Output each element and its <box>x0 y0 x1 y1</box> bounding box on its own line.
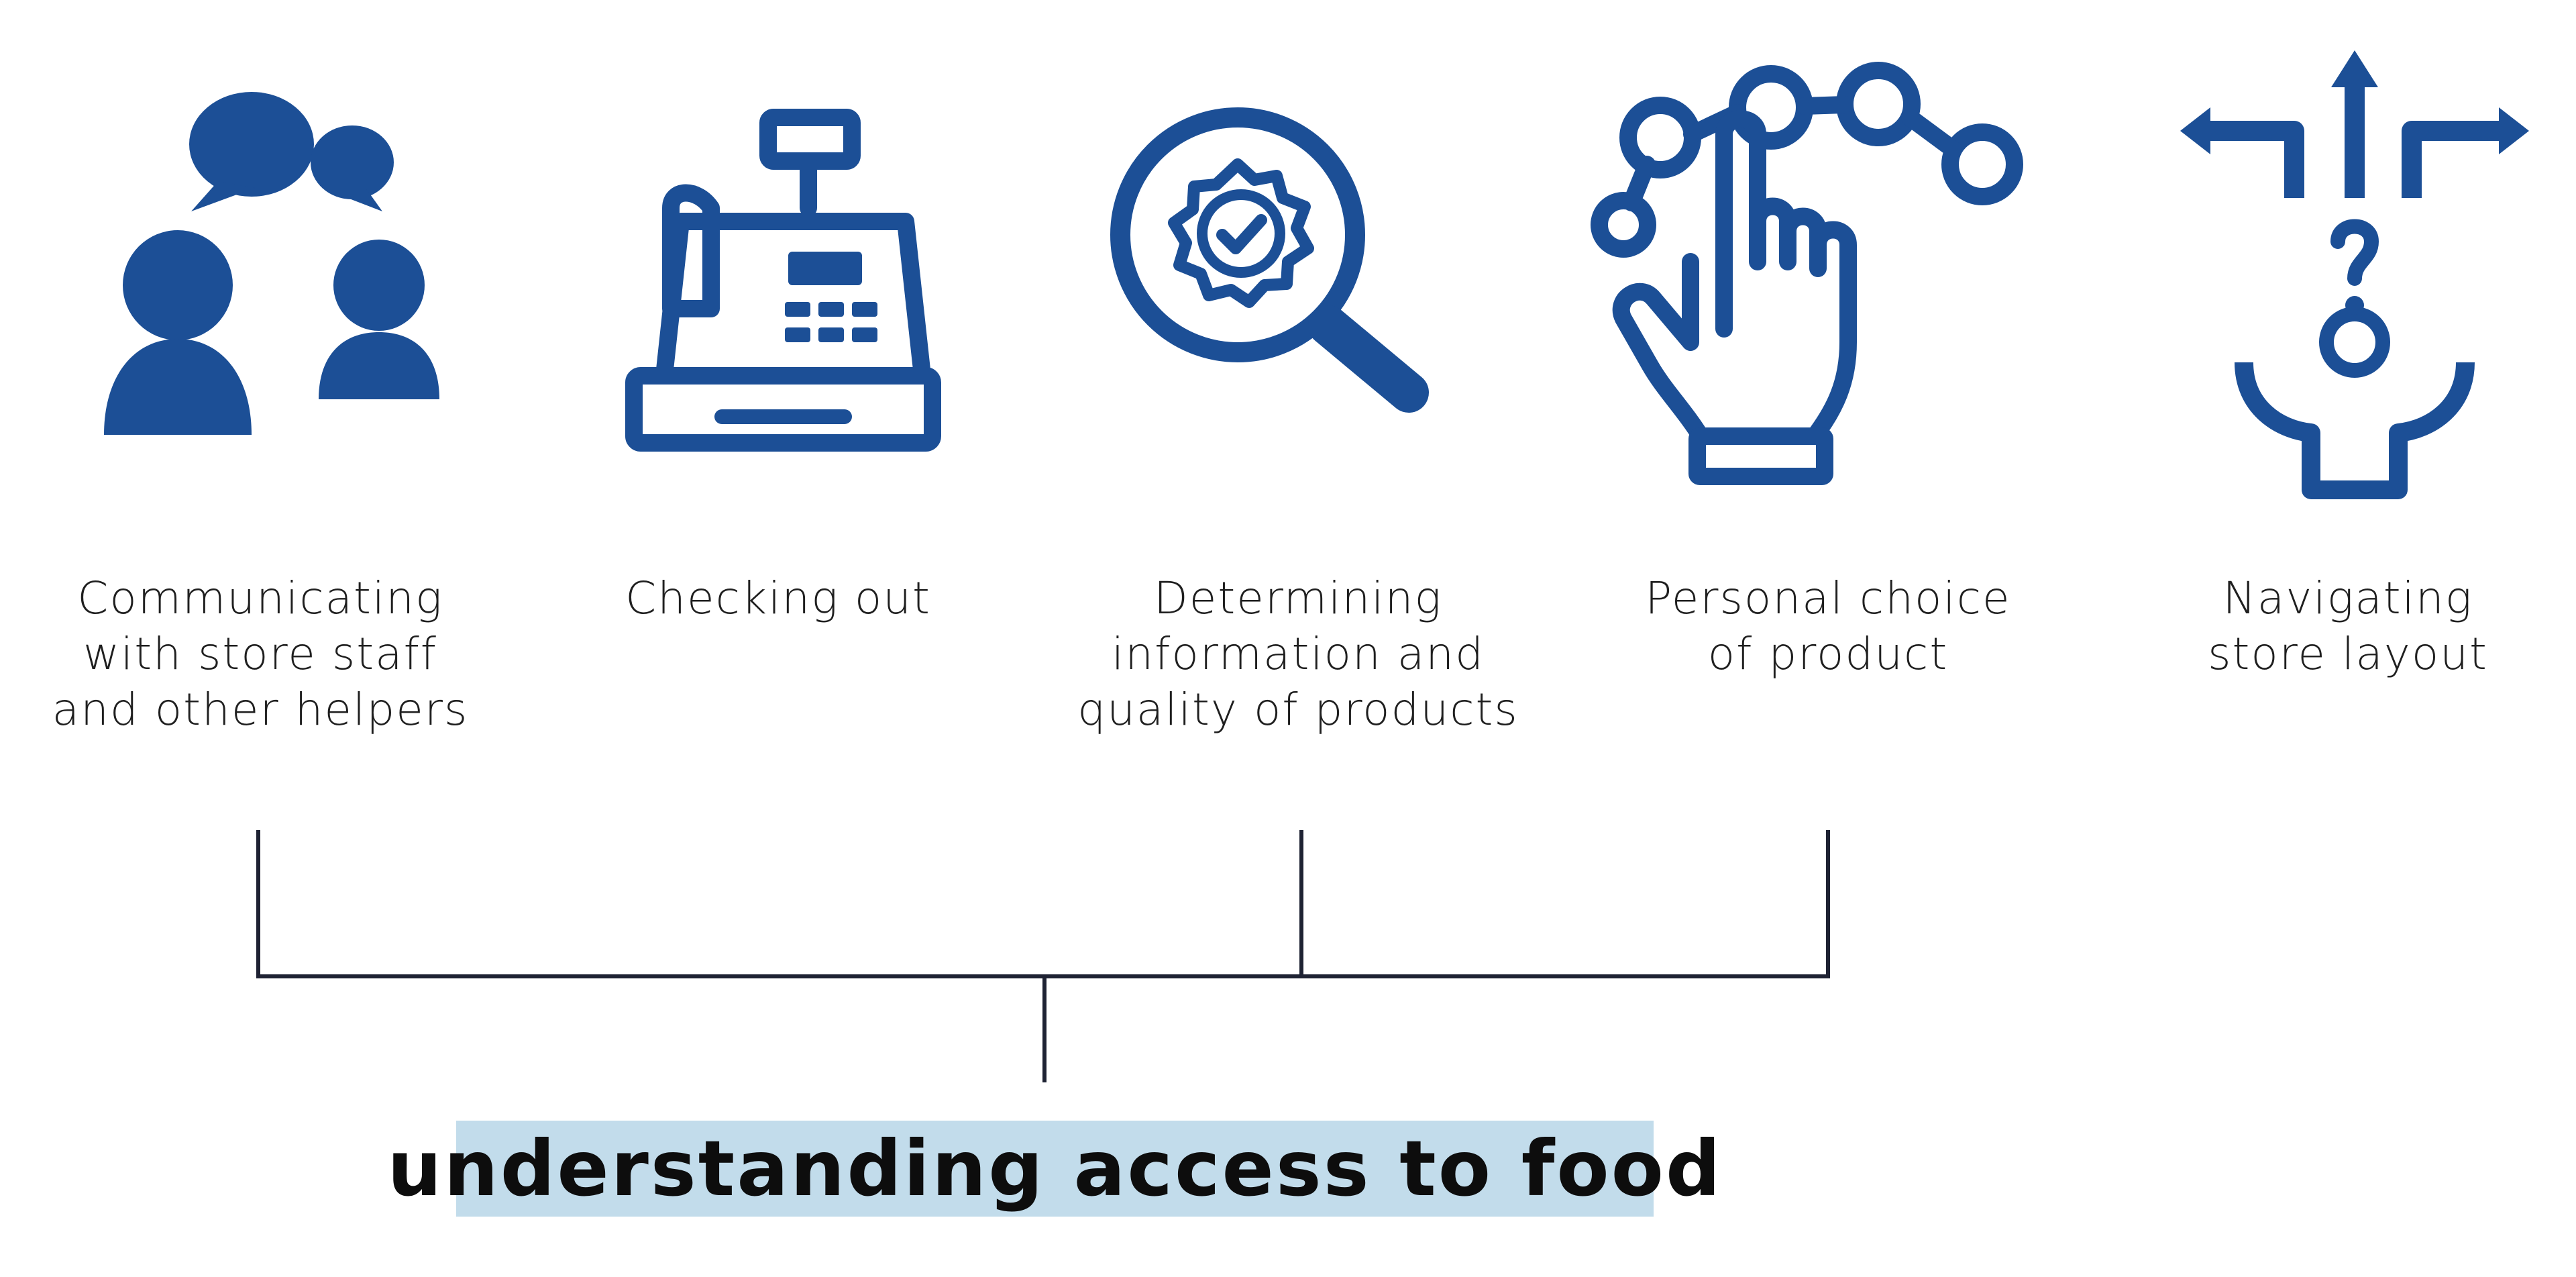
label-determining: Determining information and quality of p… <box>1057 570 1540 737</box>
label-line: and other helpers <box>52 684 469 735</box>
label-line: Personal choice <box>1645 572 2011 624</box>
direction-choice-icon <box>2167 40 2542 510</box>
label-line: Communicating <box>77 572 443 624</box>
magnifier-quality-icon <box>1107 101 1442 436</box>
label-communicating: Communicating with store staff and other… <box>19 570 502 737</box>
summary-text: understanding access to food <box>387 1124 1723 1213</box>
label-line: store layout <box>2208 628 2488 680</box>
label-line: Determining <box>1153 572 1443 624</box>
label-checking-out: Checking out <box>537 570 1020 626</box>
conversation-icon <box>94 81 456 456</box>
label-line: Navigating <box>2222 572 2473 624</box>
label-line: Checking out <box>625 572 931 624</box>
hand-select-icon <box>1583 60 2039 497</box>
label-line: of product <box>1707 628 1949 680</box>
label-line: with store staff <box>83 628 438 680</box>
cash-register-icon <box>617 107 941 456</box>
label-line: information and <box>1111 628 1485 680</box>
label-navigating: Navigating store layout <box>2106 570 2576 682</box>
label-personal-choice: Personal choice of product <box>1587 570 2070 682</box>
label-line: quality of products <box>1077 684 1519 735</box>
summary-highlight: understanding access to food <box>387 1121 1721 1217</box>
